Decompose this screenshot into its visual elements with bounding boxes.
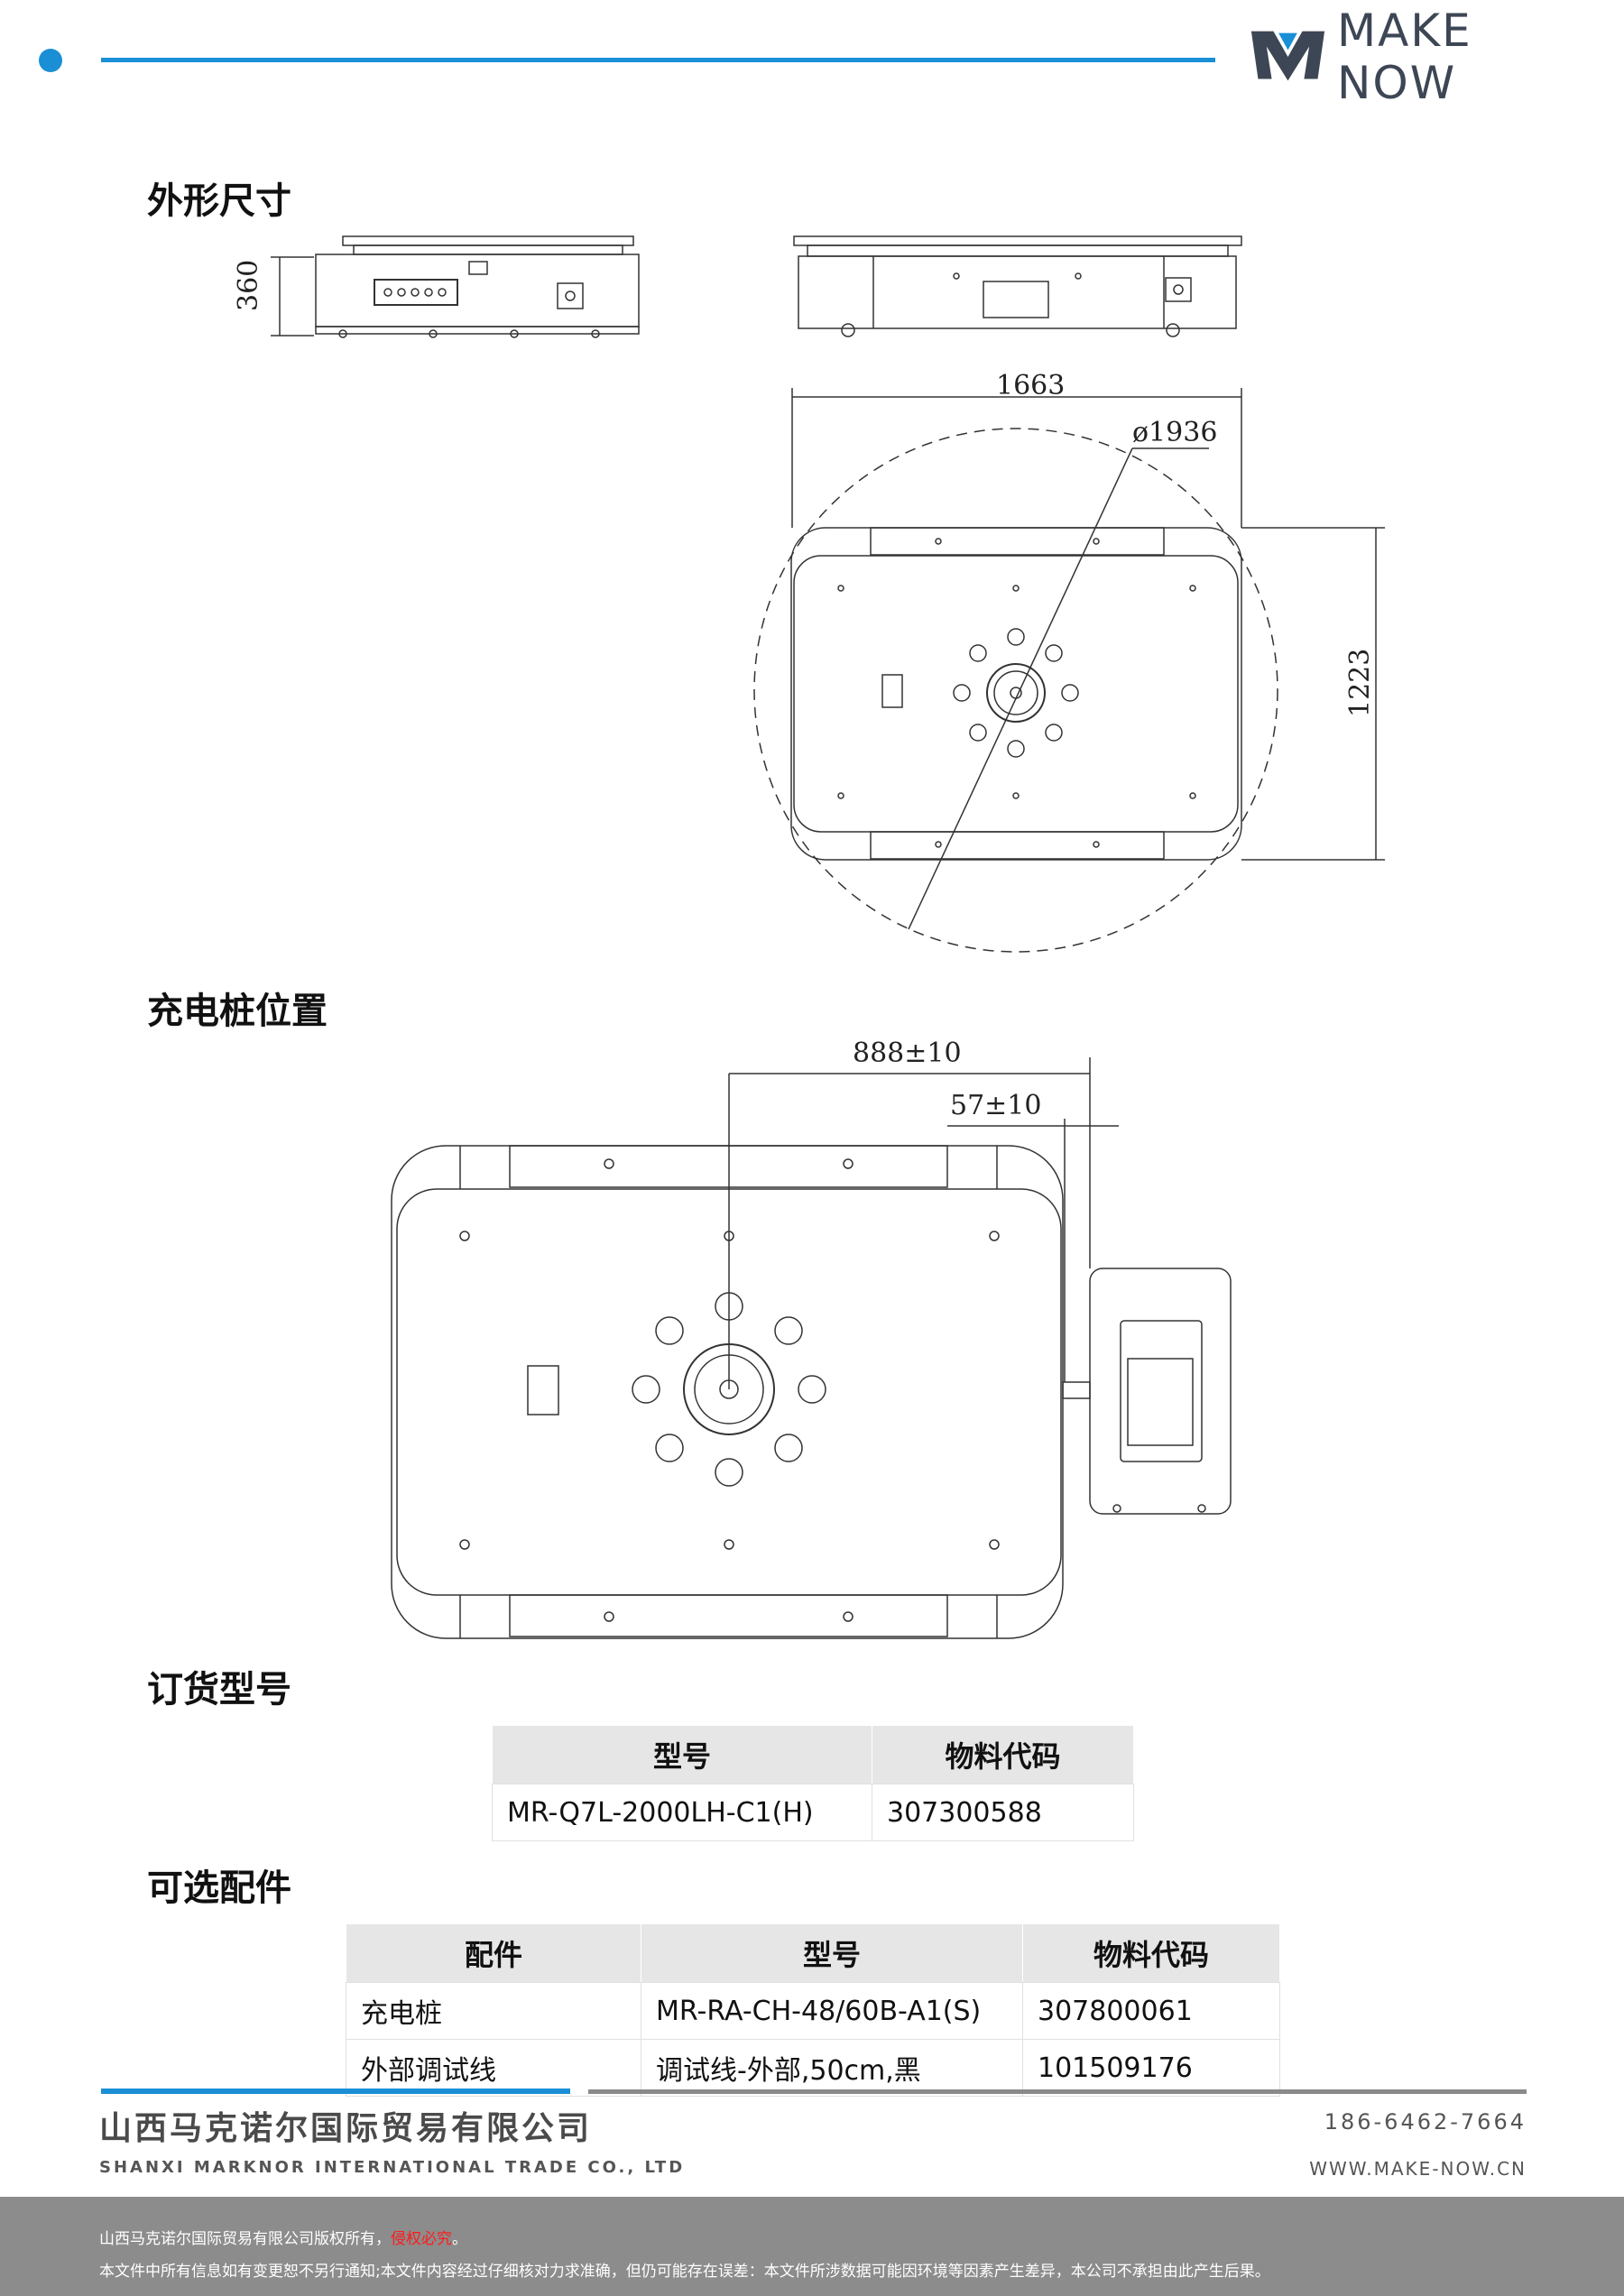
brand-logo: MAKE NOW (1250, 5, 1592, 109)
table-header: 物料代码 (872, 1725, 1134, 1784)
disclaimer-text: 本文件中所有信息如有变更恕不另行通知;本文件内容经过仔细核对力求准确，但仍可能存… (99, 2263, 1270, 2281)
side-view-drawing (793, 235, 1242, 337)
table-cell: 调试线-外部,50cm,黑 (641, 2039, 1023, 2097)
make-now-logo-icon (1250, 31, 1325, 81)
order-model-table: 型号 物料代码 MR-Q7L-2000LH-C1(H) 307300588 (492, 1725, 1134, 1841)
charger-position-drawing (391, 1057, 1232, 1639)
table-row: MR-Q7L-2000LH-C1(H) 307300588 (492, 1784, 1134, 1841)
table-cell: MR-Q7L-2000LH-C1(H) (492, 1784, 872, 1841)
phone-number: 186-6462-7664 (1324, 2109, 1527, 2135)
dim-width-label: 1663 (996, 370, 1066, 401)
footer-band: 山西马克诺尔国际贸易有限公司版权所有，侵权必究。 本文件中所有信息如有变更恕不另… (0, 2197, 1624, 2296)
table-cell: 101509176 (1022, 2039, 1280, 2097)
section-title-optional-accessories: 可选配件 (147, 1867, 291, 1909)
table-cell: MR-RA-CH-48/60B-A1(S) (641, 1982, 1023, 2040)
section-title-charger-position: 充电桩位置 (147, 991, 328, 1032)
dim-diameter-label: ø1936 (1132, 417, 1218, 448)
table-cell: 充电桩 (346, 1982, 641, 2040)
header-dot (39, 49, 62, 72)
table-cell: 307800061 (1022, 1982, 1280, 2040)
table-header: 物料代码 (1022, 1923, 1280, 1983)
company-name-en: SHANXI MARKNOR INTERNATIONAL TRADE CO., … (99, 2158, 686, 2177)
table-row: 外部调试线 调试线-外部,50cm,黑 101509176 (346, 2039, 1280, 2097)
logo-text: MAKE NOW (1336, 5, 1472, 109)
copyright-prefix: 山西马克诺尔国际贸易有限公司版权所有， (99, 2230, 391, 2248)
dim-height-label: 360 (233, 259, 264, 311)
table-cell: 307300588 (872, 1784, 1134, 1841)
dim-depth-label: 1223 (1344, 648, 1376, 717)
top-view-drawing (753, 388, 1385, 953)
front-view-drawing (271, 235, 640, 338)
table-row: 充电桩 MR-RA-CH-48/60B-A1(S) 307800061 (346, 1982, 1280, 2040)
section-title-ordering-model: 订货型号 (147, 1669, 291, 1710)
table-header-row: 配件 型号 物料代码 (346, 1923, 1280, 1983)
table-header-row: 型号 物料代码 (492, 1725, 1134, 1784)
copyright-suffix: 。 (452, 2230, 467, 2248)
table-cell: 外部调试线 (346, 2039, 641, 2097)
footer-rule-blue (101, 2089, 570, 2094)
dim-charger-offset-label: 888±10 (853, 1037, 962, 1069)
website-link[interactable]: WWW.MAKE-NOW.CN (1309, 2158, 1527, 2180)
section-title-dimensions: 外形尺寸 (147, 180, 291, 222)
footer-rule-gray (588, 2089, 1527, 2094)
header-rule (101, 58, 1215, 62)
company-name-cn: 山西马克诺尔国际贸易有限公司 (99, 2110, 593, 2147)
table-header: 型号 (492, 1725, 872, 1784)
dim-charger-gap-label: 57±10 (950, 1090, 1042, 1121)
table-header: 型号 (641, 1923, 1023, 1983)
accessory-table: 配件 型号 物料代码 充电桩 MR-RA-CH-48/60B-A1(S) 307… (346, 1923, 1280, 2097)
table-header: 配件 (346, 1923, 641, 1983)
copyright-warning: 侵权必究 (391, 2230, 452, 2248)
copyright-line: 山西马克诺尔国际贸易有限公司版权所有，侵权必究。 (99, 2226, 467, 2248)
